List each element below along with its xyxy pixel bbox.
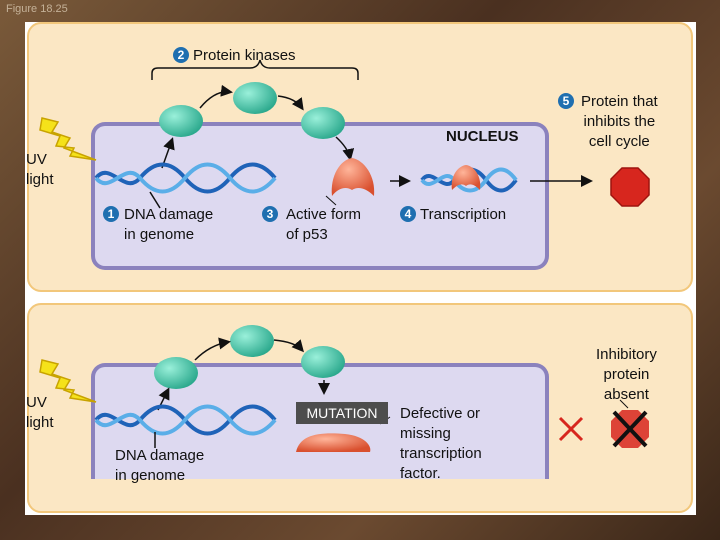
defective-factor-text: Defective or missing transcription facto… xyxy=(400,405,482,482)
mutation-label: MUTATION xyxy=(296,402,388,424)
dna-damage-text-top: DNA damage in genome xyxy=(124,206,214,243)
protein-kinases-text: Protein kinases xyxy=(193,47,296,64)
kinase-2 xyxy=(233,82,277,114)
step-1-badge: 1 xyxy=(103,206,119,222)
step-3-label: 3 xyxy=(262,205,282,225)
dna-damage-text-bottom: DNA damage in genome xyxy=(115,447,205,484)
protein-inhibits-text: Protein that inhibits the cell cycle xyxy=(581,93,658,150)
figure-label: Figure 18.25 xyxy=(6,3,68,15)
uv-light-label-bottom: UV light xyxy=(26,394,54,431)
kinase-3 xyxy=(301,107,345,139)
dna-helix-icon xyxy=(94,404,277,436)
uv-light-label-top: UV light xyxy=(26,151,54,188)
step-4-badge: 4 xyxy=(400,206,416,222)
kinase-bracket xyxy=(151,59,359,80)
inhibitory-absent-text: Inhibitory protein absent xyxy=(596,346,657,403)
x-mark-icon xyxy=(558,416,584,442)
lightning-icon xyxy=(39,359,97,403)
step-3-badge: 3 xyxy=(262,206,278,222)
p53-protein xyxy=(331,158,375,196)
kinase-2-bottom xyxy=(230,325,274,357)
nucleus-label: NUCLEUS xyxy=(446,128,519,145)
dna-helix-icon xyxy=(94,162,277,194)
active-p53-text: Active form of p53 xyxy=(286,206,362,243)
transcription-text: Transcription xyxy=(420,206,507,223)
step-5-badge: 5 xyxy=(558,93,574,109)
stop-sign-icon xyxy=(610,167,650,207)
lightning-icon xyxy=(39,117,97,161)
kinase-1 xyxy=(159,105,203,137)
step-5-label: 5 xyxy=(558,92,578,112)
step-1-label: 1 xyxy=(103,205,123,225)
kinase-1-bottom xyxy=(154,357,198,389)
kinase-3-bottom xyxy=(301,346,345,378)
defective-p53 xyxy=(296,433,371,452)
step-2-badge: 2 xyxy=(173,47,189,63)
